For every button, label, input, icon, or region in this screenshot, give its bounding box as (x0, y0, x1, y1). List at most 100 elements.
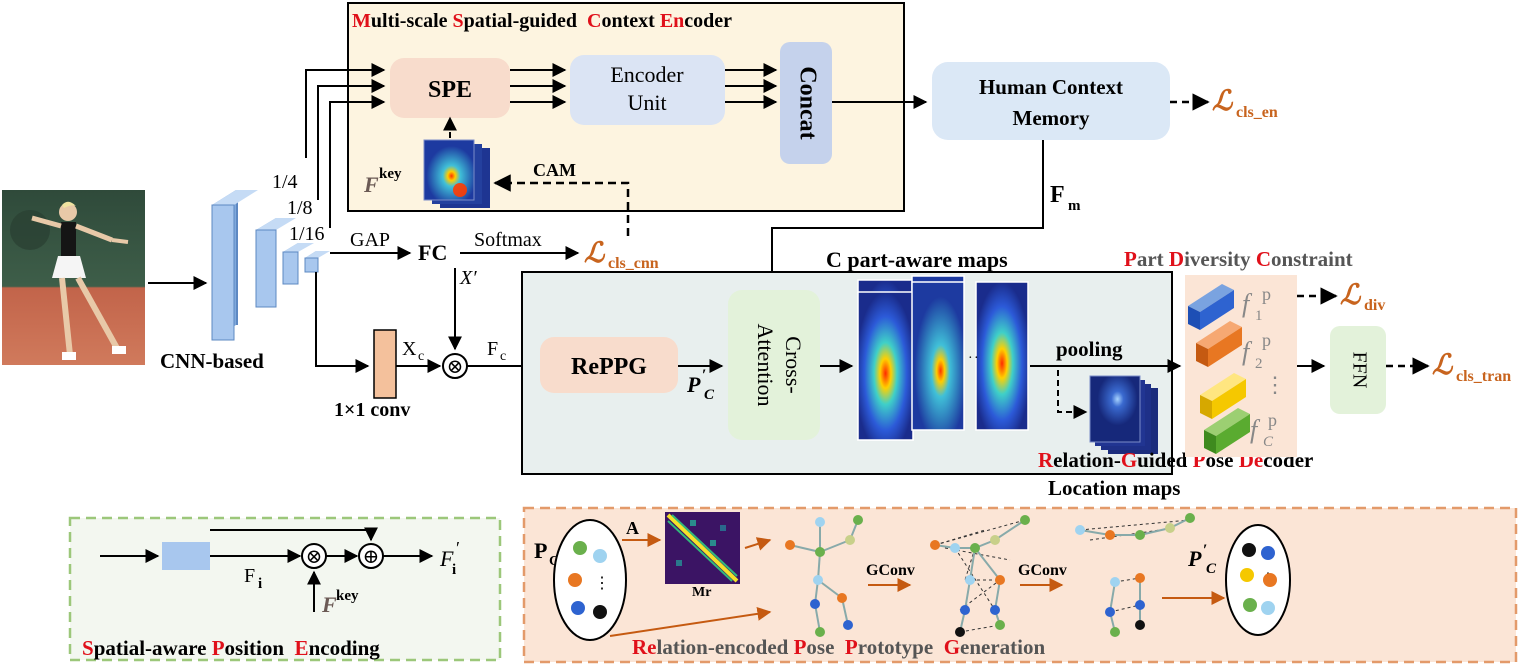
svg-text:div: div (1364, 297, 1385, 314)
cam-arrow (493, 174, 630, 236)
cross-attention-line1: Cross-Attention (753, 323, 806, 406)
pdc-module: Part Diversity Constraint f 1 p f (1124, 247, 1353, 457)
x-prime-label: X′ (459, 267, 477, 289)
title-segment: osition (225, 636, 295, 660)
bypass-arrow (609, 606, 772, 637)
cross-attention-block (728, 290, 820, 440)
title-segment: D (1169, 247, 1184, 271)
title-segment: onstraint (1271, 247, 1353, 271)
gconv2-label: GConv (1018, 562, 1067, 579)
pc-prime-main: P (686, 372, 701, 397)
svg-text:ℒ: ℒ (584, 238, 606, 269)
title-segment: coder (684, 10, 732, 32)
fc-feature-main: F (487, 338, 498, 360)
scale-feed-3 (329, 95, 386, 228)
spe-linear-block (162, 542, 210, 570)
scale-sixteenth: 1/16 (289, 223, 325, 245)
pc-out-prime: ′ (1203, 542, 1208, 559)
human-context-memory: Human Context Memory (932, 62, 1170, 140)
encoder-line2: Unit (627, 90, 666, 115)
hcm-line2: Memory (1013, 106, 1090, 130)
fm-label-main: F (1050, 182, 1065, 208)
maps-ellipsis-2: · (974, 351, 979, 366)
title-segment: uided (1137, 448, 1192, 472)
location-arrow (1057, 370, 1088, 419)
svg-text:cls_en: cls_en (1236, 104, 1278, 121)
title-segment: lation-encoded (657, 635, 794, 659)
spe-block (390, 58, 510, 118)
proto-dot (571, 601, 585, 615)
ffn-block (1330, 326, 1386, 414)
fm-label-sub: m (1068, 198, 1081, 214)
maps-ellipsis: · (968, 351, 973, 366)
title-segment: patial-aware (94, 636, 212, 660)
f1p-label: f 1 p (1242, 284, 1271, 324)
svg-text:f: f (1250, 415, 1261, 444)
rgpd-module: RePPG P ′ C Cross-Attention · · C part-a… (521, 247, 1313, 475)
title-segment: iversity (1184, 247, 1256, 271)
title-segment: M (352, 10, 371, 32)
cam-heatmap-stack (423, 139, 490, 208)
concat-block (780, 42, 832, 164)
title-segment: P (1124, 247, 1137, 271)
title-segment: Re (632, 635, 657, 659)
proto-out-dot (1240, 568, 1254, 582)
pdc-vdots: ⋮ (1264, 372, 1286, 397)
proto-dot (573, 541, 587, 555)
pc-prime-sub: C (704, 387, 715, 403)
scale-feed-1 (305, 63, 386, 158)
cam-label: CAM (533, 160, 576, 180)
title-segment: G (1121, 448, 1137, 472)
title-segment: S (453, 10, 464, 32)
scale-quarter: 1/4 (272, 171, 298, 193)
title-segment: patial-guided (464, 10, 587, 32)
svg-text:ℒ: ℒ (1432, 350, 1454, 381)
gap-label: GAP (350, 229, 390, 251)
title-segment: rototype (858, 635, 944, 659)
cnn-based-label: CNN-based (160, 349, 264, 373)
gconv1-label: GConv (866, 562, 915, 579)
spe-detail-frame (68, 516, 502, 662)
svg-text:ℒ: ℒ (1212, 86, 1234, 117)
proto-out-dot (1263, 573, 1277, 587)
hcm-block (932, 62, 1170, 140)
title-segment: ose (806, 635, 845, 659)
title-segment: P (845, 635, 858, 659)
part-token-blue (1188, 284, 1234, 330)
pose-refined (1075, 513, 1195, 637)
part-token-yellow (1200, 373, 1246, 419)
matrix-to-pose-arrow (744, 537, 772, 551)
title-segment: P (794, 635, 807, 659)
proto-out-dot (1261, 546, 1275, 560)
a-label: A (626, 518, 639, 538)
svg-text:cls_tran: cls_tran (1456, 368, 1511, 385)
proto-dot (568, 573, 582, 587)
proto-dot (593, 605, 607, 619)
proto-out-dot (1261, 601, 1275, 615)
proto-dot (593, 549, 607, 563)
rgpd-title: Relation-Guided Pose Decoder (1038, 448, 1313, 472)
softmax-label: Softmax (474, 229, 542, 251)
spe-label: SPE (428, 77, 472, 103)
svg-text:f: f (1242, 337, 1253, 366)
fi-out-sub: i (452, 562, 456, 578)
title-segment: ulti-scale (371, 10, 453, 32)
pc-in-main: P (534, 538, 547, 563)
pooling-label: pooling (1056, 337, 1123, 361)
title-segment: En (660, 10, 684, 32)
spe-add-symbol: ⊕ (363, 546, 380, 568)
proto-out-dot (1242, 543, 1256, 557)
pose-skeleton (785, 515, 863, 637)
pc-in-sub: C (549, 554, 559, 569)
title-segment: ncoding (309, 636, 381, 660)
title-segment: art (1137, 247, 1169, 271)
spe-fkey-main: F (321, 592, 337, 617)
reppg-label: RePPG (571, 354, 647, 380)
svg-text:p: p (1262, 330, 1271, 350)
fkey-label-sup: key (379, 166, 402, 182)
title-segment: C (587, 10, 601, 32)
pdc-title: Part Diversity Constraint (1124, 247, 1353, 271)
pc-out-ellipse (1225, 524, 1291, 636)
maps-title: C part-aware maps (826, 247, 1008, 272)
reppg-block (540, 337, 678, 393)
